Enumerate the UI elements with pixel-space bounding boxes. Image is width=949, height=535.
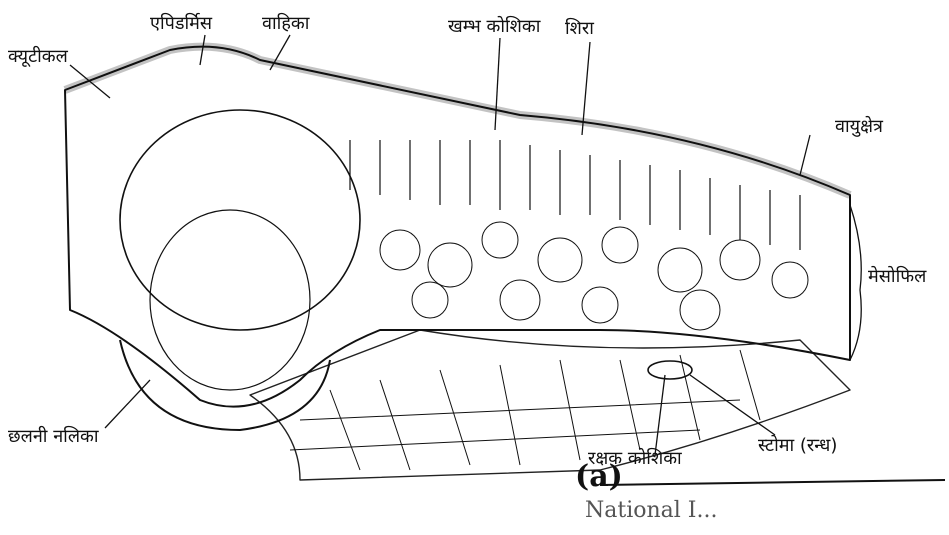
vein-label: शिरा — [565, 20, 594, 38]
label-leader-lines — [70, 35, 945, 485]
spongy-mesophyll — [380, 222, 808, 330]
lower-epidermis-surface — [250, 330, 850, 480]
air-space-label: वायुक्षेत्र — [835, 118, 883, 136]
epidermal-cell-grid — [290, 350, 760, 470]
panel-label: (a) — [575, 462, 623, 492]
stoma-label: स्टोमा (रन्ध) — [758, 437, 837, 455]
cuticle-label: क्यूटीकल — [8, 48, 68, 66]
vessel-label: वाहिका — [262, 15, 309, 33]
sieve-tube-label: छलनी नलिका — [8, 428, 99, 446]
epidermis-label: एपिडर्मिस — [150, 15, 212, 33]
midrib-bulge — [120, 340, 330, 430]
vascular-bundle — [120, 110, 360, 330]
mesophyll-label: मेसोफिल — [868, 268, 926, 286]
upper-epidermis-band — [65, 47, 850, 195]
palisade-cell-label: खम्भ कोशिका — [448, 18, 540, 36]
stoma — [648, 361, 692, 379]
footer-text: National I... — [585, 500, 717, 522]
